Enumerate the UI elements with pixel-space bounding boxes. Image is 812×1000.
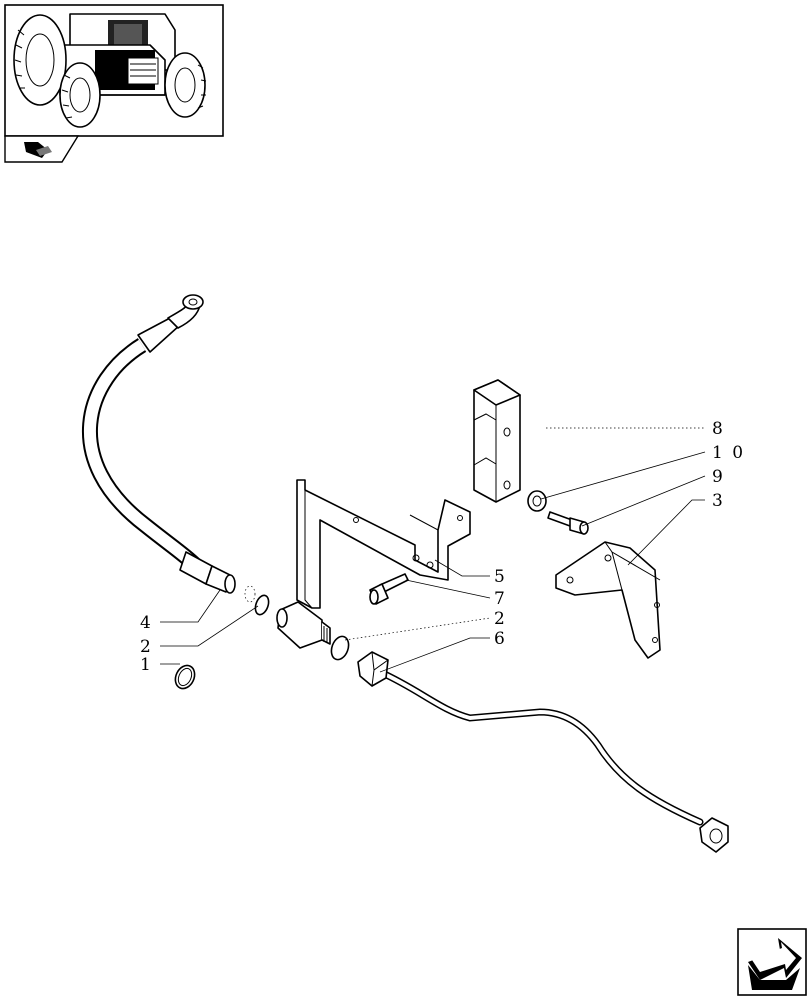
o-ring-item-1 (174, 664, 196, 690)
clamp-block-item-8 (473, 379, 521, 503)
o-ring-right (330, 635, 350, 661)
tractor-thumbnail-icon (4, 4, 224, 137)
callout-10: 1 0 (712, 443, 745, 463)
angle-bracket-item-3 (555, 541, 661, 659)
o-ring-left (244, 585, 270, 616)
adapter-fitting (276, 601, 331, 649)
washer-item-10 (527, 490, 547, 512)
callout-3: 3 (712, 491, 723, 511)
callout-2-right: 2 (494, 609, 505, 629)
callout-2-left: 2 (140, 637, 151, 657)
callout-6: 6 (494, 629, 505, 649)
rigid-pipe-item-6 (357, 651, 729, 853)
bolt-item-9 (547, 511, 589, 535)
callout-labels: 8 1 0 9 3 5 7 2 6 4 2 1 (140, 419, 745, 675)
callout-9: 9 (712, 467, 723, 487)
callout-5: 5 (494, 567, 505, 587)
callout-7: 7 (494, 589, 505, 609)
callout-8: 8 (712, 419, 723, 439)
next-page-arrow-icon[interactable] (737, 928, 807, 996)
callout-1: 1 (140, 655, 151, 675)
bolt-item-7 (369, 573, 409, 605)
hydraulic-section-icon (4, 135, 80, 163)
leader-lines (160, 427, 706, 673)
callout-4: 4 (140, 613, 151, 633)
hose-assembly (81, 294, 236, 594)
bracket-item-5 (296, 479, 471, 609)
